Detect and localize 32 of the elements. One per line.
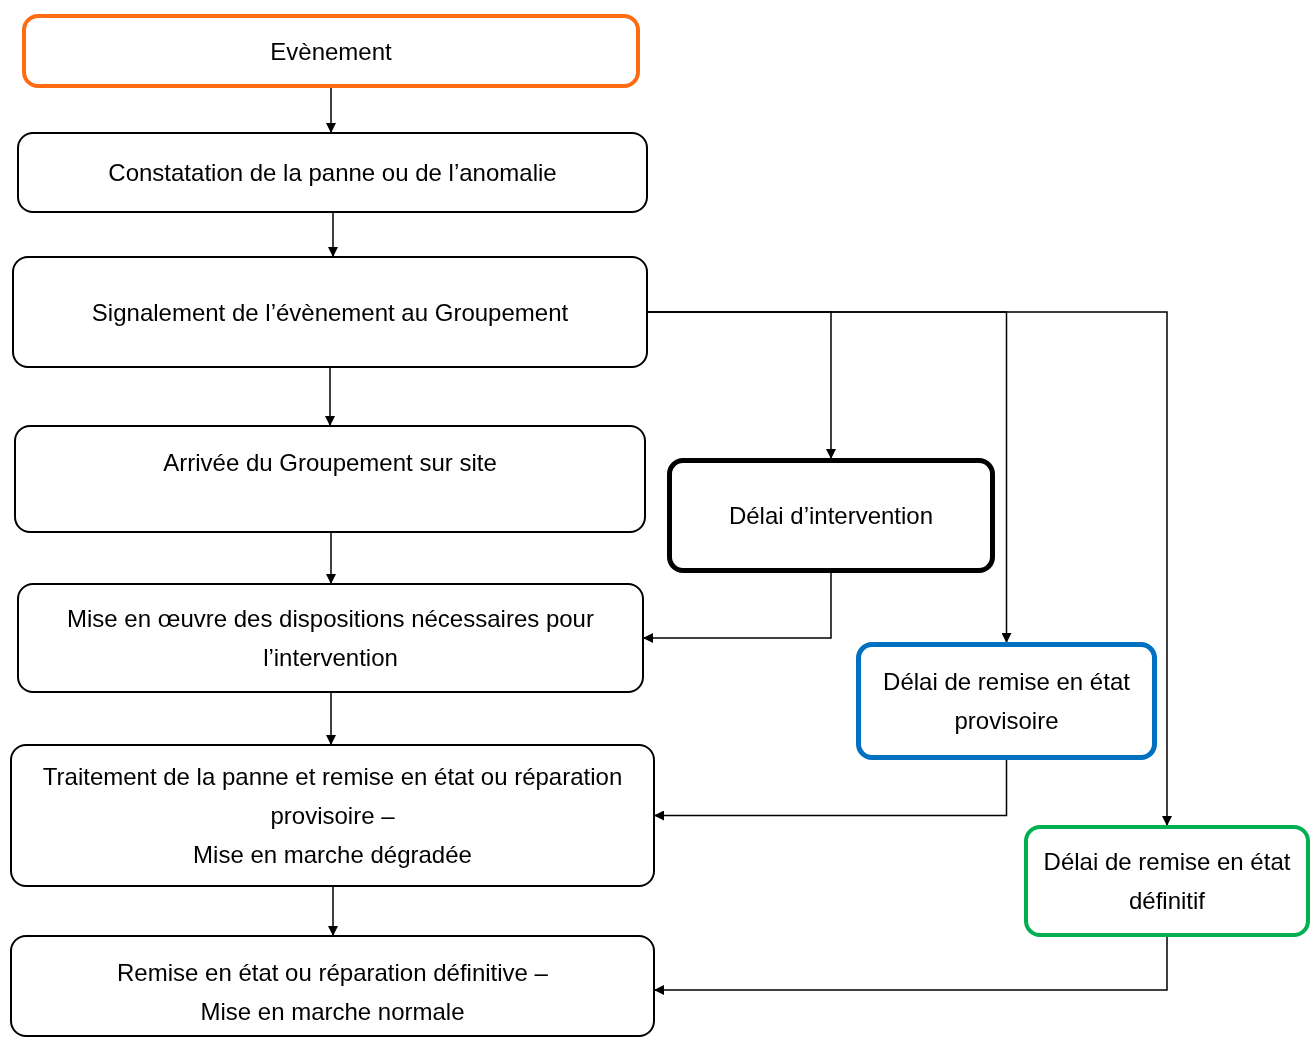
box-label: Délai d’intervention [728, 501, 934, 531]
process-box [667, 458, 995, 573]
process-box [14, 425, 646, 533]
box-label: Traitement de la panne et remise en état ou réparation provisoire – [41, 762, 624, 831]
arrow [654, 936, 1168, 995]
box-label: Remise en état ou réparation définitive – [117, 958, 548, 988]
process-box [1024, 825, 1310, 937]
arrow [647, 311, 1172, 826]
arrow [326, 87, 336, 133]
box-label: Délai de remise en état provisoire [882, 667, 1131, 736]
box-label: Délai de remise en état définitif [1042, 847, 1292, 916]
arrow [326, 532, 336, 584]
arrow [326, 692, 336, 745]
box-label: Evènement [270, 36, 392, 67]
process-box [17, 132, 648, 213]
arrow [643, 572, 832, 643]
box-label: Constatation de la panne ou de l’anomalie [108, 158, 557, 188]
process-box [17, 583, 644, 693]
process-box [22, 14, 640, 88]
arrow [325, 367, 335, 426]
arrow [328, 212, 338, 257]
process-box [10, 935, 655, 1037]
arrow [654, 759, 1008, 821]
box-label: Mise en marche normale [200, 997, 465, 1027]
process-box [12, 256, 648, 368]
process-box [10, 744, 655, 887]
arrow [328, 886, 338, 936]
box-label: Mise en œuvre des dispositions nécessaires pour l’intervention [66, 604, 595, 673]
box-label: Signalement de l’évènement au Groupement [91, 297, 569, 328]
process-box [856, 642, 1157, 760]
box-label: Mise en marche dégradée [193, 840, 472, 870]
box-label: Arrivée du Groupement sur site [163, 448, 497, 478]
